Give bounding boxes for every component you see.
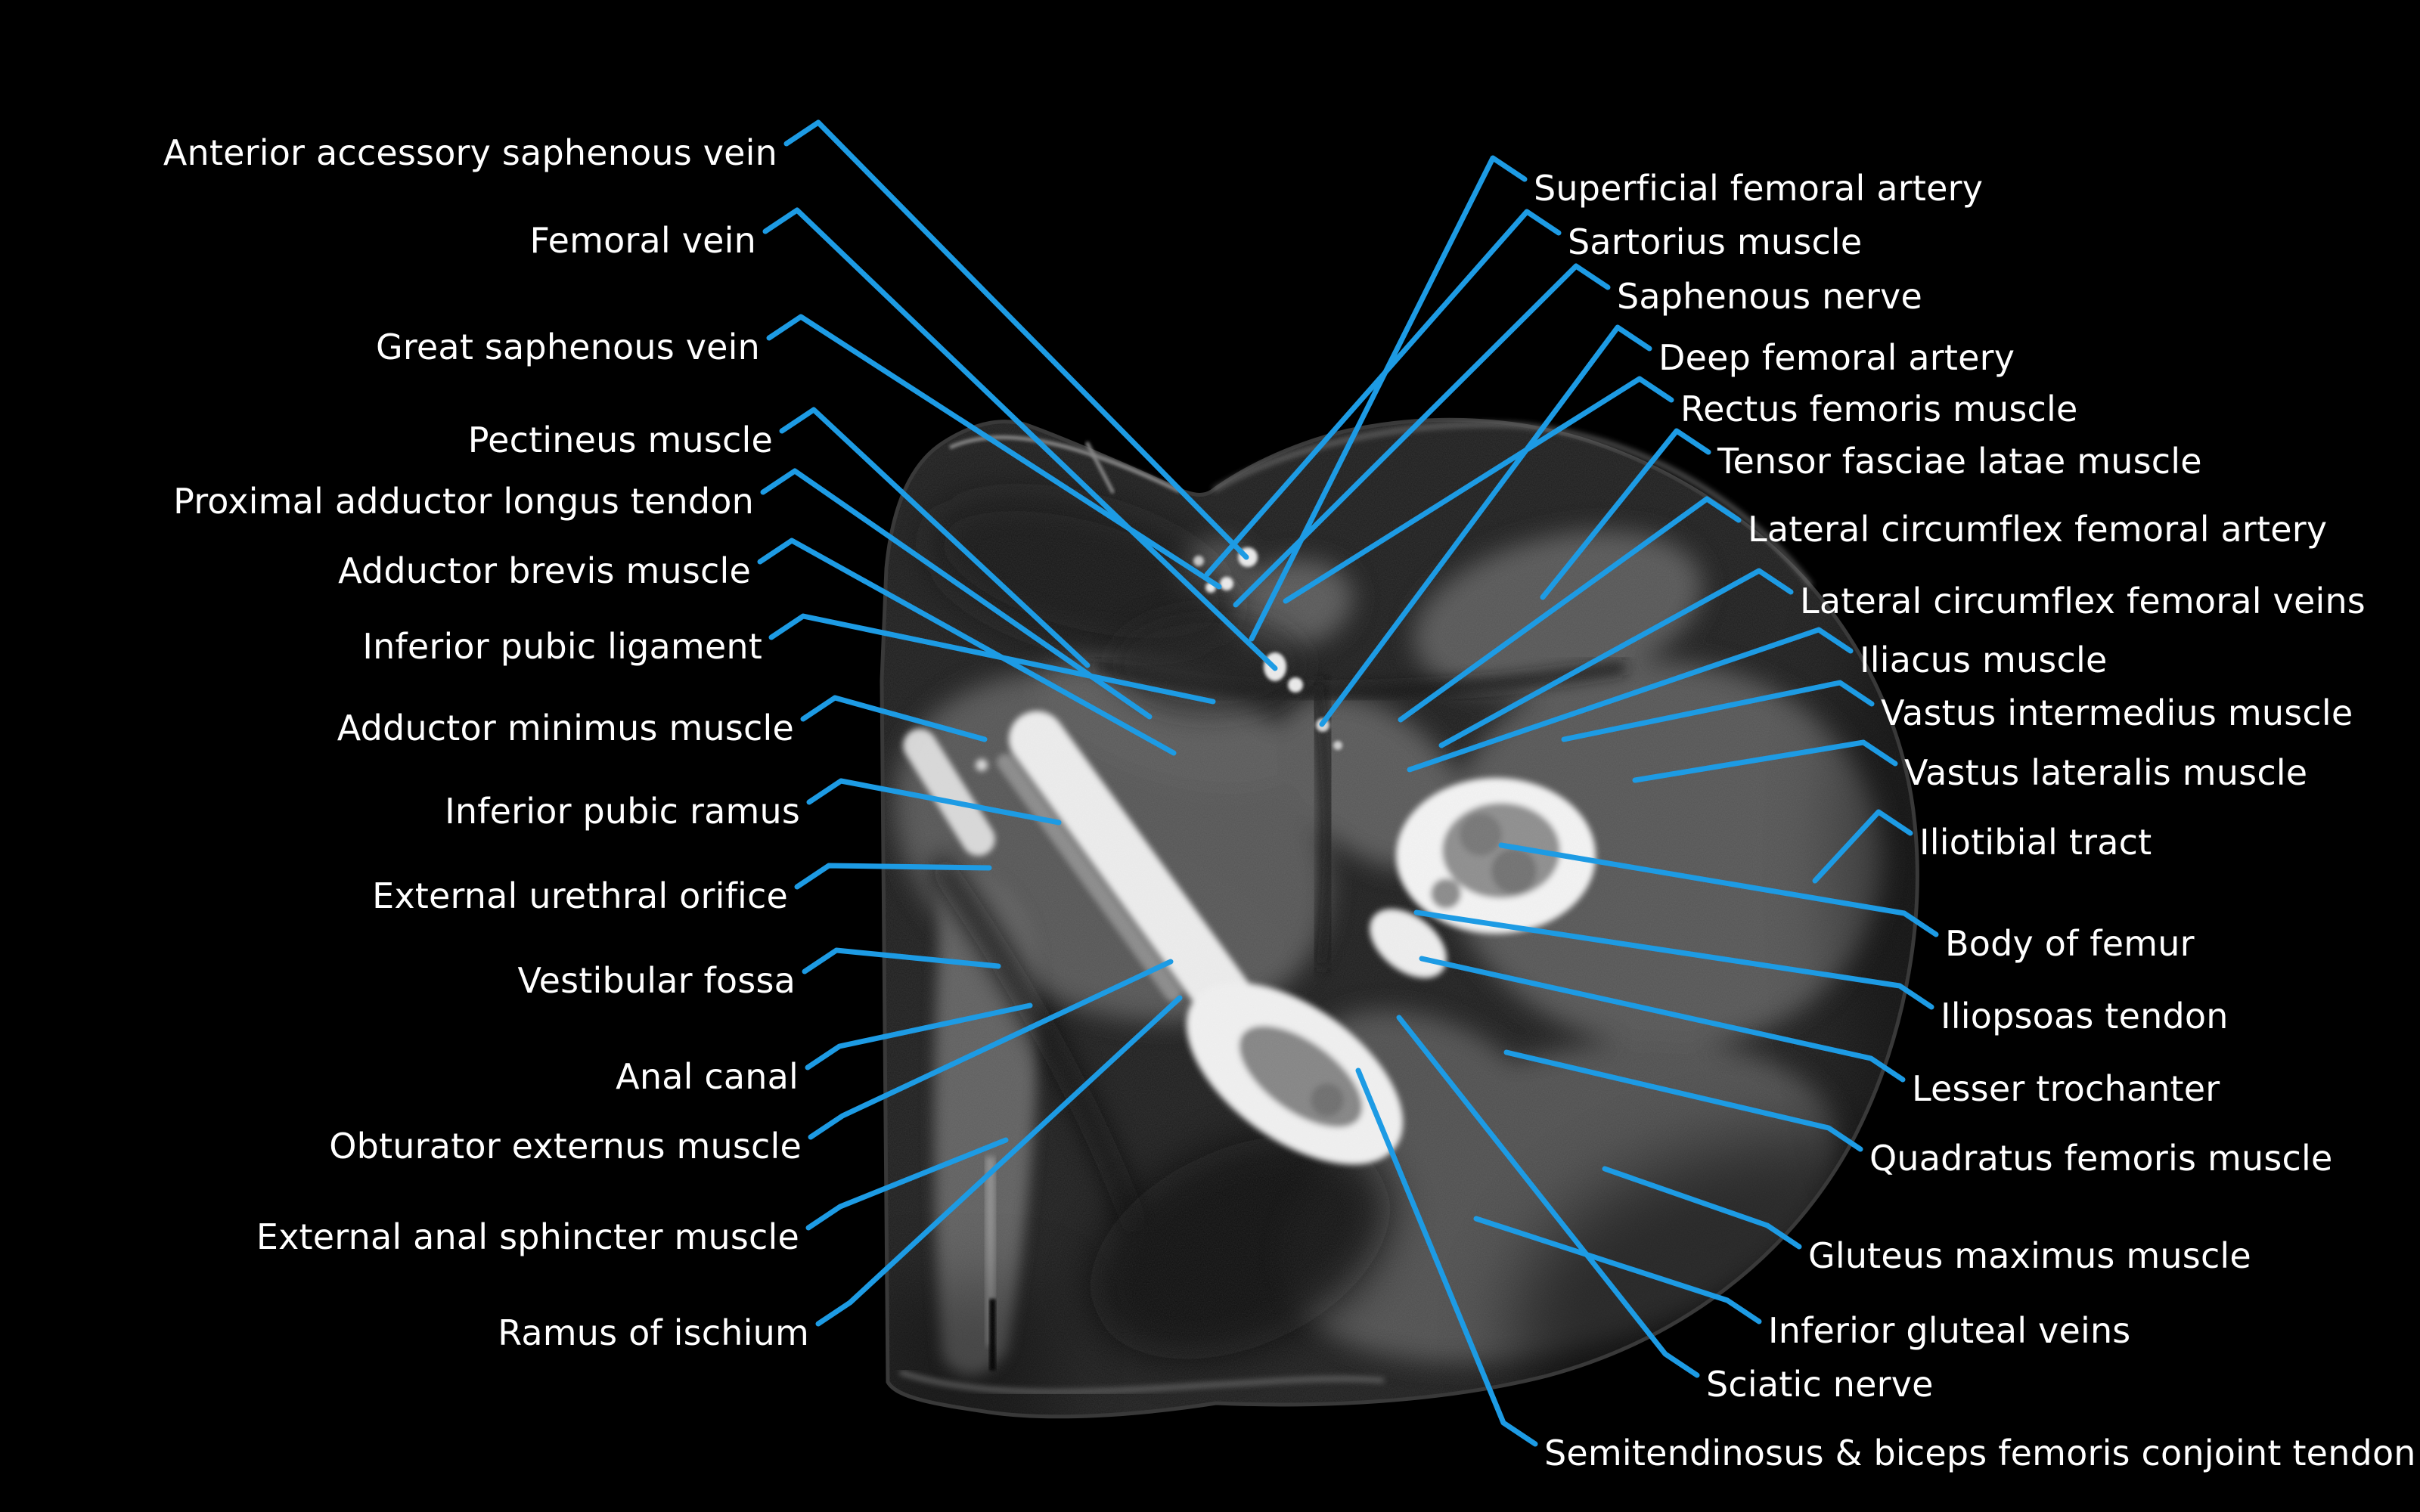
- leader-line-semitendinosus-biceps-femoris-conjoint-tendon: [1355, 1067, 1538, 1447]
- label-tensor-fasciae-latae-muscle: Tensor fasciae latae muscle: [1717, 441, 2202, 482]
- label-body-of-femur: Body of femur: [1945, 923, 2195, 964]
- label-pectineus-muscle: Pectineus muscle: [467, 420, 773, 460]
- leader-line-adductor-minimus-muscle: [800, 695, 988, 742]
- ct-skin-outline: [882, 420, 1917, 1417]
- label-vestibular-fossa: Vestibular fossa: [517, 960, 796, 1001]
- label-superficial-femoral-artery: Superficial femoral artery: [1534, 168, 1984, 209]
- leader-line-obturator-externus-muscle: [808, 959, 1174, 1140]
- leader-line-superficial-femoral-artery: [1249, 155, 1528, 642]
- leader-line-inferior-pubic-ligament: [768, 613, 1216, 705]
- leader-line-proximal-adductor-longus-tendon: [760, 468, 1153, 720]
- label-external-anal-sphincter-muscle: External anal sphincter muscle: [256, 1216, 799, 1257]
- label-obturator-externus-muscle: Obturator externus muscle: [329, 1126, 802, 1167]
- leader-line-ramus-of-ischium: [815, 995, 1183, 1327]
- leader-line-femoral-vein: [762, 207, 1278, 671]
- label-gluteus-maximus-muscle: Gluteus maximus muscle: [1808, 1235, 2251, 1276]
- leader-line-great-saphenous-vein: [766, 314, 1222, 590]
- leader-line-rectus-femoris-muscle: [1283, 376, 1674, 604]
- label-adductor-minimus-muscle: Adductor minimus muscle: [337, 708, 794, 748]
- leader-line-iliacus-muscle: [1407, 627, 1854, 773]
- label-deep-femoral-artery: Deep femoral artery: [1658, 337, 2015, 378]
- leader-line-lesser-trochanter: [1419, 956, 1906, 1083]
- label-semitendinosus-biceps-femoris-conjoint-tendon: Semitendinosus & biceps femoris conjoint…: [1544, 1433, 2416, 1473]
- label-iliacus-muscle: Iliacus muscle: [1860, 640, 2108, 680]
- leader-line-adductor-brevis-muscle: [757, 538, 1177, 756]
- leader-line-deep-femoral-artery: [1319, 324, 1652, 727]
- leader-line-lateral-circumflex-femoral-veins: [1438, 568, 1794, 748]
- leader-line-pectineus-muscle: [779, 407, 1091, 668]
- label-saphenous-nerve: Saphenous nerve: [1617, 276, 1922, 317]
- leader-line-inferior-gluteal-veins: [1473, 1216, 1762, 1325]
- leader-line-iliotibial-tract: [1812, 809, 1913, 884]
- label-ramus-of-ischium: Ramus of ischium: [498, 1312, 809, 1353]
- leader-line-saphenous-nerve: [1233, 263, 1611, 608]
- label-anal-canal: Anal canal: [616, 1056, 799, 1097]
- leader-line-anterior-accessory-saphenous-vein: [783, 119, 1249, 560]
- leader-line-external-anal-sphincter-muscle: [805, 1137, 1009, 1231]
- label-great-saphenous-vein: Great saphenous vein: [375, 327, 760, 367]
- label-inferior-gluteal-veins: Inferior gluteal veins: [1768, 1310, 2131, 1351]
- label-vastus-lateralis-muscle: Vastus lateralis muscle: [1904, 752, 2308, 793]
- label-vastus-intermedius-muscle: Vastus intermedius muscle: [1881, 692, 2353, 733]
- leader-line-inferior-pubic-ramus: [806, 778, 1062, 826]
- label-iliopsoas-tendon: Iliopsoas tendon: [1941, 996, 2229, 1036]
- label-inferior-pubic-ligament: Inferior pubic ligament: [362, 626, 762, 667]
- leader-line-sciatic-nerve: [1396, 1015, 1700, 1378]
- label-external-urethral-orifice: External urethral orifice: [372, 875, 788, 916]
- leader-line-iliopsoas-tendon: [1413, 909, 1934, 1010]
- leader-line-body-of-femur: [1498, 842, 1939, 937]
- label-rectus-femoris-muscle: Rectus femoris muscle: [1680, 389, 2078, 429]
- leader-line-sartorius-muscle: [1204, 209, 1562, 578]
- label-adductor-brevis-muscle: Adductor brevis muscle: [338, 550, 751, 591]
- leader-line-lateral-circumflex-femoral-artery: [1398, 496, 1742, 723]
- label-sciatic-nerve: Sciatic nerve: [1706, 1364, 1934, 1405]
- label-proximal-adductor-longus-tendon: Proximal adductor longus tendon: [173, 481, 754, 522]
- label-quadratus-femoris-muscle: Quadratus femoris muscle: [1869, 1138, 2333, 1179]
- leader-line-anal-canal: [805, 1002, 1033, 1070]
- label-femoral-vein: Femoral vein: [529, 220, 756, 261]
- label-lateral-circumflex-femoral-veins: Lateral circumflex femoral veins: [1800, 581, 2366, 621]
- leader-line-vastus-lateralis-muscle: [1632, 739, 1898, 783]
- label-iliotibial-tract: Iliotibial tract: [1919, 822, 2152, 863]
- leader-line-vestibular-fossa: [802, 947, 1001, 974]
- label-anterior-accessory-saphenous-vein: Anterior accessory saphenous vein: [163, 132, 777, 173]
- leader-line-external-urethral-orifice: [794, 863, 992, 890]
- leader-line-vastus-intermedius-muscle: [1561, 680, 1875, 742]
- label-lateral-circumflex-femoral-artery: Lateral circumflex femoral artery: [1748, 509, 2328, 550]
- leader-line-quadratus-femoris-muscle: [1503, 1049, 1863, 1152]
- leader-line-gluteus-maximus-muscle: [1602, 1166, 1802, 1250]
- label-sartorius-muscle: Sartorius muscle: [1568, 222, 1863, 262]
- leader-line-tensor-fasciae-latae-muscle: [1540, 428, 1711, 600]
- label-lesser-trochanter: Lesser trochanter: [1912, 1068, 2220, 1109]
- label-inferior-pubic-ramus: Inferior pubic ramus: [445, 791, 800, 832]
